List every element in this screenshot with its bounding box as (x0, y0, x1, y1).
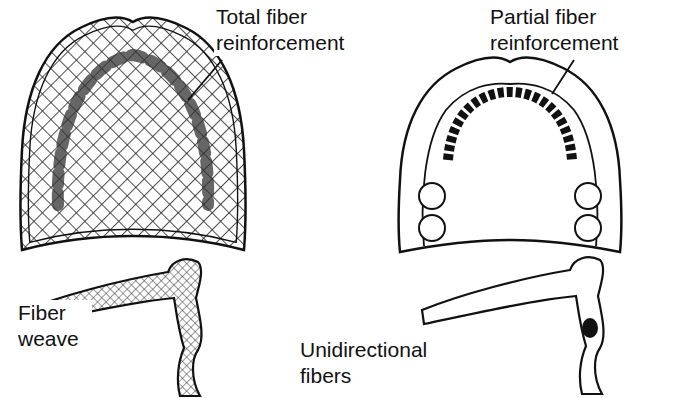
part-label: Unidirectional fibers (298, 337, 477, 389)
partial-reinforced-denture (399, 58, 622, 252)
total-reinforced-denture (21, 18, 246, 250)
leader-line (552, 60, 574, 94)
part-label: Partial fiber reinforcement (488, 4, 657, 56)
part-label: Total fiber reinforcement (214, 4, 368, 56)
part-label: Fiber weave (16, 300, 92, 352)
leader-line (188, 60, 222, 100)
